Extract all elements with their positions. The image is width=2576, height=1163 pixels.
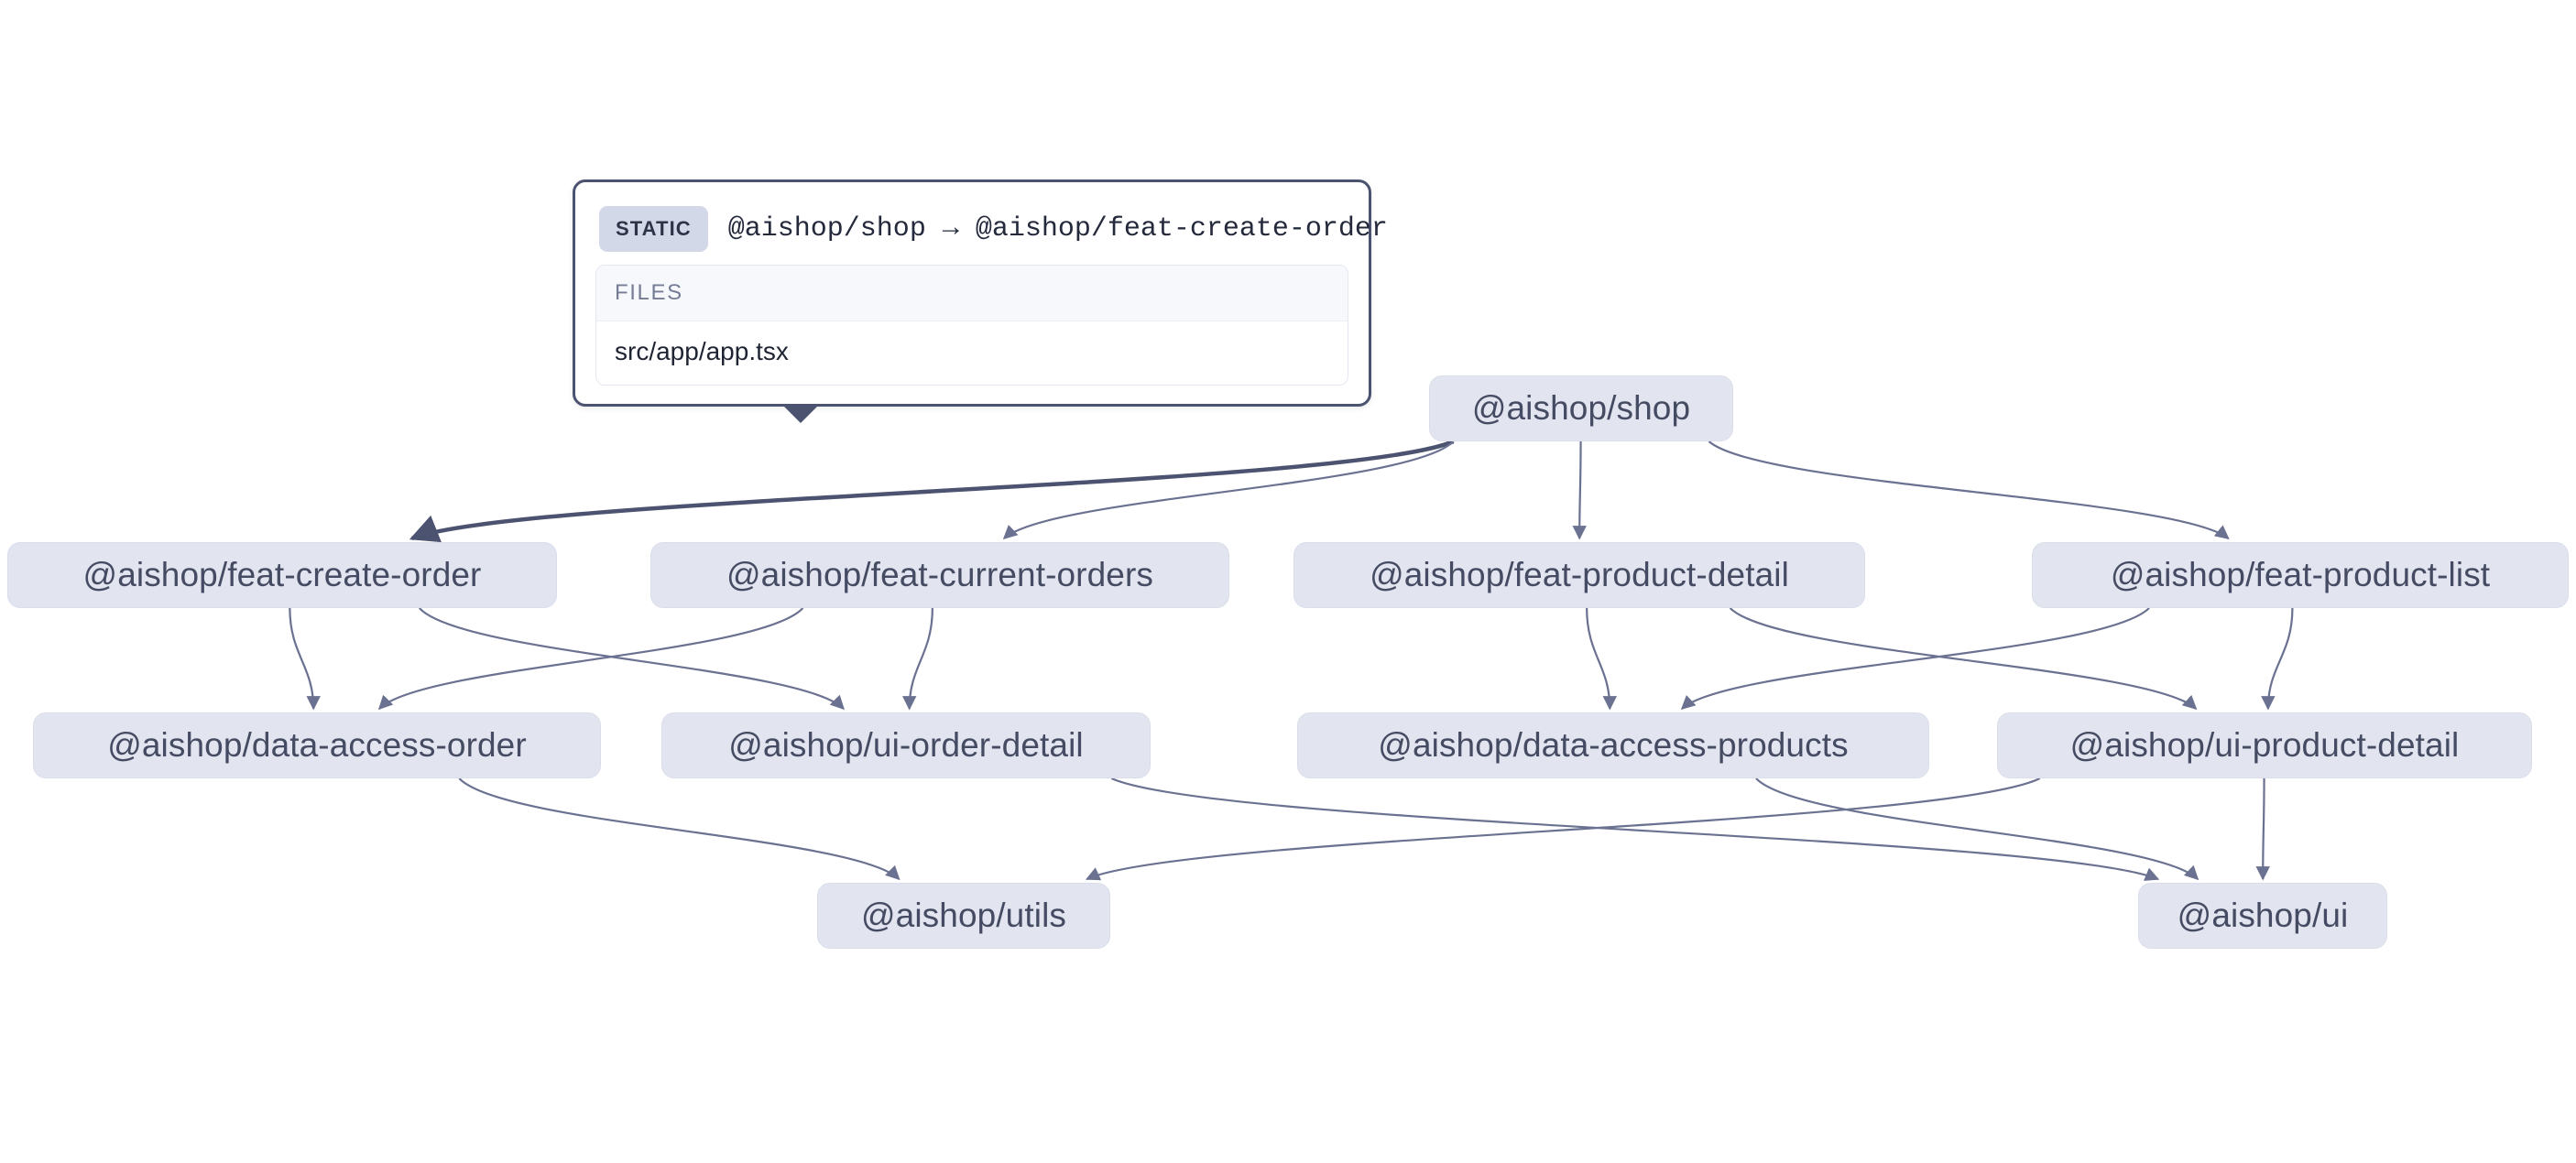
graph-node-data-access-products[interactable]: @aishop/data-access-products — [1297, 712, 1929, 778]
graph-node-ui-order-detail[interactable]: @aishop/ui-order-detail — [661, 712, 1151, 778]
graph-node-feat-create-order[interactable]: @aishop/feat-create-order — [7, 542, 557, 608]
files-panel: FILES src/app/app.tsx — [595, 265, 1348, 386]
graph-node-data-access-order[interactable]: @aishop/data-access-order — [33, 712, 601, 778]
graph-edge-data-access-order-to-utils[interactable] — [458, 777, 901, 881]
graph-edge-feat-create-order-to-data-access-order[interactable] — [289, 607, 321, 711]
graph-node-label: @aishop/ui — [2177, 897, 2349, 934]
tooltip-header: STATIC @aishop/shop → @aishop/feat-creat… — [595, 199, 1388, 265]
graph-node-label: @aishop/data-access-order — [107, 726, 527, 764]
graph-edge-feat-current-orders-to-data-access-order[interactable] — [377, 607, 804, 711]
graph-node-label: @aishop/ui-order-detail — [728, 726, 1084, 764]
edge-detail-tooltip[interactable]: STATIC @aishop/shop → @aishop/feat-creat… — [573, 179, 1388, 423]
graph-node-label: @aishop/feat-create-order — [82, 556, 482, 593]
graph-edge-shop-to-feat-product-detail[interactable] — [1572, 440, 1587, 540]
graph-edge-data-access-products-to-ui[interactable] — [1755, 777, 2199, 881]
graph-node-label: @aishop/feat-product-detail — [1370, 556, 1789, 593]
graph-edge-feat-product-detail-to-ui-product-detail[interactable] — [1729, 607, 2198, 711]
graph-node-label: @aishop/utils — [861, 897, 1066, 934]
graph-edge-feat-current-orders-to-ui-order-detail[interactable] — [902, 607, 933, 711]
graph-node-label: @aishop/ui-product-detail — [2069, 726, 2460, 764]
graph-edge-feat-product-list-to-data-access-products[interactable] — [1680, 607, 2150, 711]
graph-node-label: @aishop/shop — [1471, 389, 1691, 427]
graph-node-ui[interactable]: @aishop/ui — [2138, 883, 2387, 949]
graph-node-label: @aishop/feat-current-orders — [726, 556, 1153, 593]
tooltip-title: @aishop/shop → @aishop/feat-create-order — [727, 213, 1388, 245]
graph-node-shop[interactable]: @aishop/shop — [1429, 375, 1733, 441]
graph-node-label: @aishop/data-access-products — [1378, 726, 1849, 764]
tooltip-pointer — [781, 404, 820, 423]
static-badge: STATIC — [599, 206, 708, 252]
graph-node-feat-current-orders[interactable]: @aishop/feat-current-orders — [650, 542, 1229, 608]
file-list-item[interactable]: src/app/app.tsx — [596, 321, 1348, 385]
graph-node-label: @aishop/feat-product-list — [2110, 556, 2491, 593]
graph-node-feat-product-list[interactable]: @aishop/feat-product-list — [2032, 542, 2569, 608]
graph-edge-feat-product-detail-to-data-access-products[interactable] — [1586, 607, 1617, 711]
files-header-label: FILES — [596, 266, 1348, 321]
graph-edge-feat-product-list-to-ui-product-detail[interactable] — [2261, 607, 2294, 711]
graph-node-utils[interactable]: @aishop/utils — [817, 883, 1110, 949]
graph-node-ui-product-detail[interactable]: @aishop/ui-product-detail — [1997, 712, 2532, 778]
edge-paths — [289, 439, 2294, 881]
graph-edge-ui-product-detail-to-ui[interactable] — [2255, 777, 2270, 881]
graph-edge-feat-create-order-to-ui-order-detail[interactable] — [419, 607, 845, 711]
graph-node-feat-product-detail[interactable]: @aishop/feat-product-detail — [1293, 542, 1865, 608]
graph-edge-ui-order-detail-to-ui[interactable] — [1110, 777, 2160, 881]
graph-edge-shop-to-feat-product-list[interactable] — [1708, 440, 2230, 539]
graph-edge-shop-to-feat-create-order[interactable] — [409, 439, 1455, 543]
graph-edge-shop-to-feat-current-orders[interactable] — [1002, 440, 1455, 540]
graph-edge-ui-product-detail-to-utils[interactable] — [1085, 777, 2041, 881]
